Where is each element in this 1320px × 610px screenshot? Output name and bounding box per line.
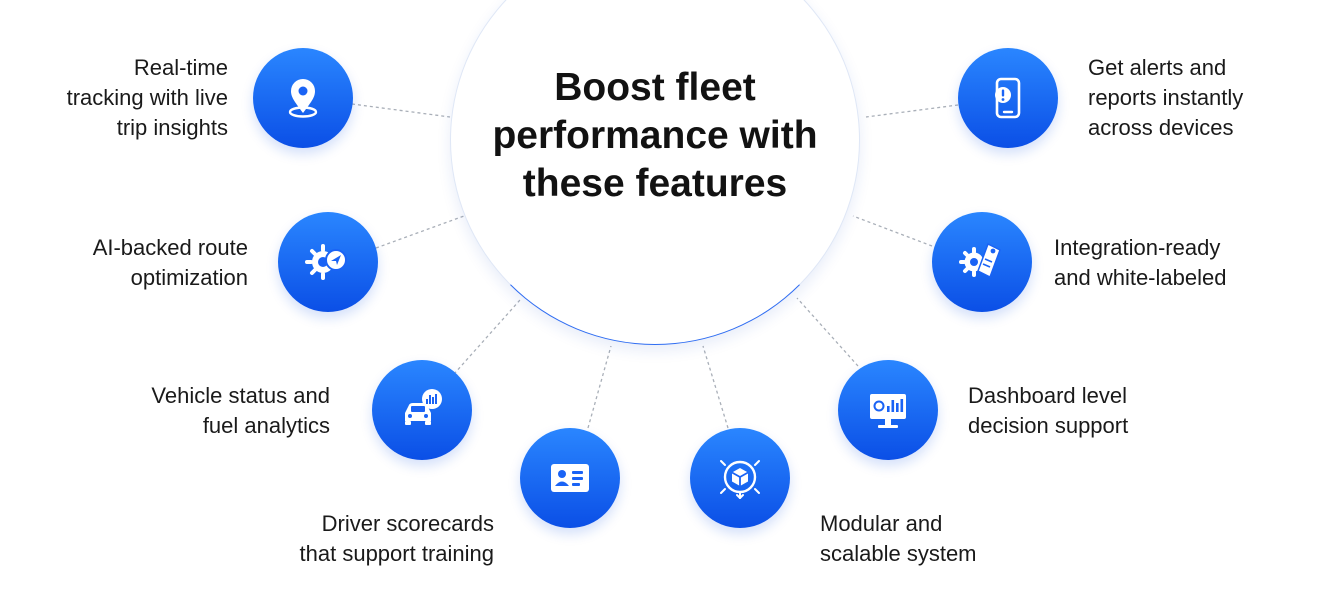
location-pin-icon: [253, 48, 353, 148]
feature-label-alerts-reports: Get alerts and reports instantly across …: [1088, 55, 1244, 140]
connector-line: [453, 299, 521, 375]
feature-label-modular-system: Modular and scalable system: [820, 511, 977, 566]
cube-expand-icon: [690, 428, 790, 528]
connector-line: [702, 345, 729, 429]
id-card-icon: [520, 428, 620, 528]
feature-label-route-optimization: AI-backed route optimization: [92, 235, 248, 290]
connector-line: [796, 297, 859, 367]
center-circle: [450, 0, 860, 345]
connector-line: [852, 215, 933, 247]
connector-line: [375, 215, 465, 249]
feature-label-vehicle-status: Vehicle status and fuel analytics: [151, 383, 330, 438]
car-analytics-icon: [372, 360, 472, 460]
mobile-alert-icon: [958, 48, 1058, 148]
connector-line: [587, 345, 612, 429]
connector-line: [865, 104, 959, 118]
center-title: Boost fleet performance with these featu…: [492, 66, 818, 205]
connector-line: [351, 103, 451, 118]
feature-label-driver-scorecards: Driver scorecards that support training: [299, 511, 494, 566]
feature-label-integration-ready: Integration-ready and white-labeled: [1054, 235, 1227, 290]
feature-label-real-time-tracking: Real-time tracking with live trip insigh…: [66, 55, 228, 140]
dashboard-monitor-icon: [838, 360, 938, 460]
gear-tag-icon: [932, 212, 1032, 312]
feature-label-dashboard-support: Dashboard level decision support: [968, 383, 1129, 438]
gear-navigation-icon: [278, 212, 378, 312]
